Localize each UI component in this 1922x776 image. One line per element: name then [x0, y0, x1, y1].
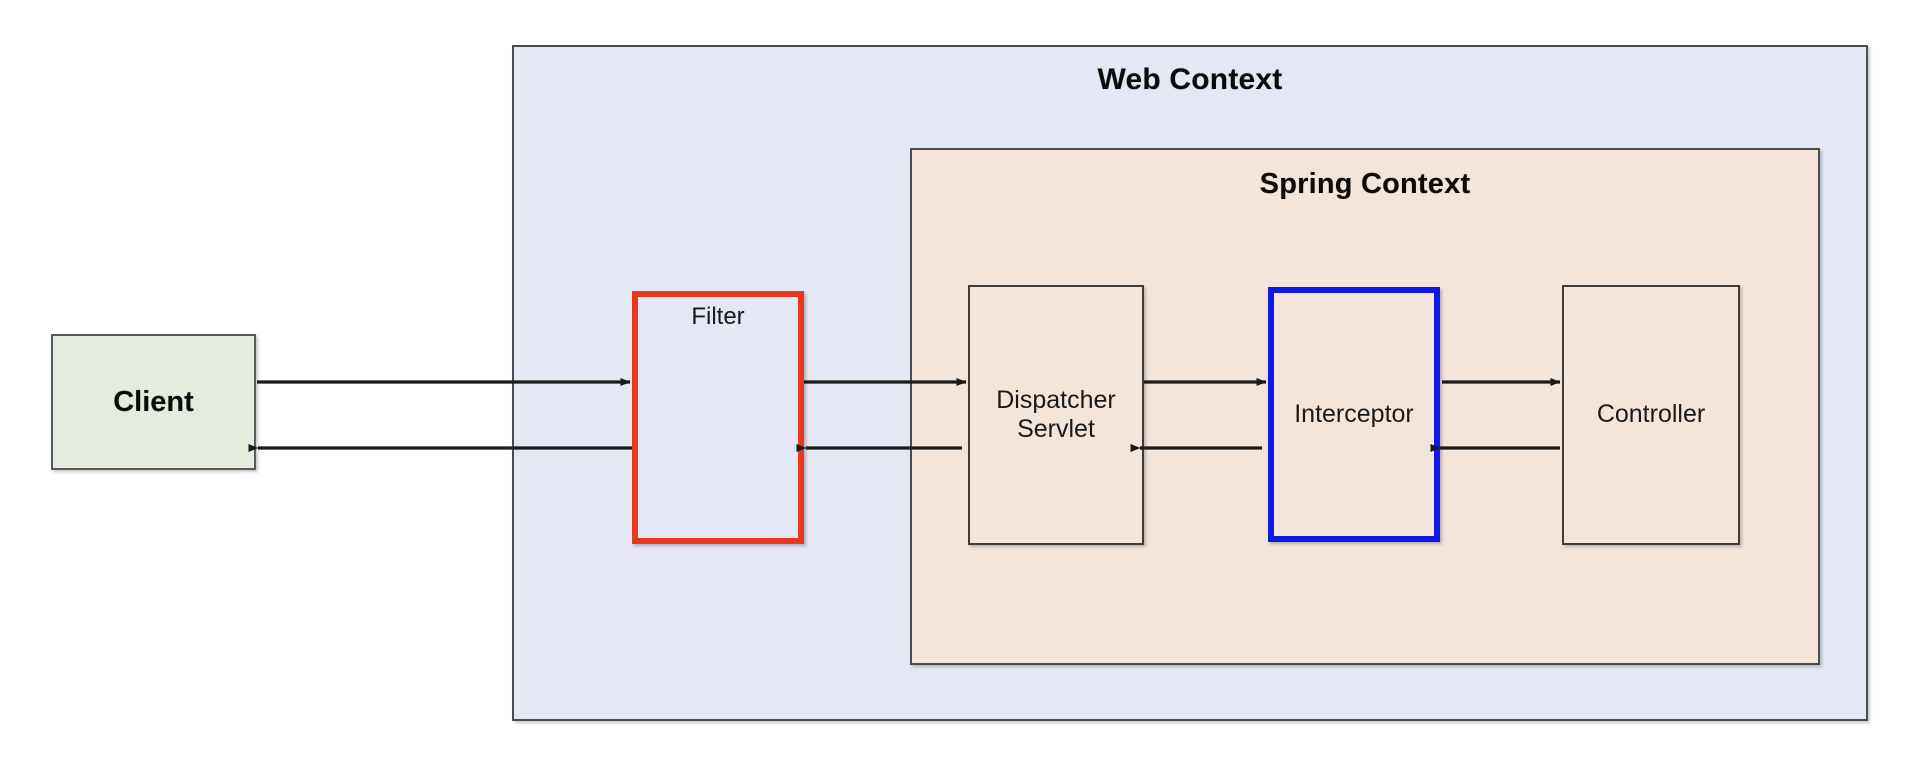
node-dispatcher-servlet[interactable]: Dispatcher Servlet	[968, 285, 1144, 545]
node-client-label: Client	[113, 385, 194, 418]
node-controller[interactable]: Controller	[1562, 285, 1740, 545]
node-interceptor[interactable]: Interceptor	[1268, 287, 1440, 542]
node-interceptor-label: Interceptor	[1294, 399, 1414, 428]
node-filter[interactable]: Filter	[632, 291, 804, 544]
spring-context-title: Spring Context	[1259, 168, 1471, 200]
node-dispatcher-servlet-label: Dispatcher Servlet	[996, 385, 1116, 444]
web-context-title: Web Context	[1097, 63, 1283, 96]
node-filter-label: Filter	[691, 303, 745, 330]
node-client[interactable]: Client	[51, 334, 256, 470]
node-controller-label: Controller	[1596, 400, 1706, 429]
